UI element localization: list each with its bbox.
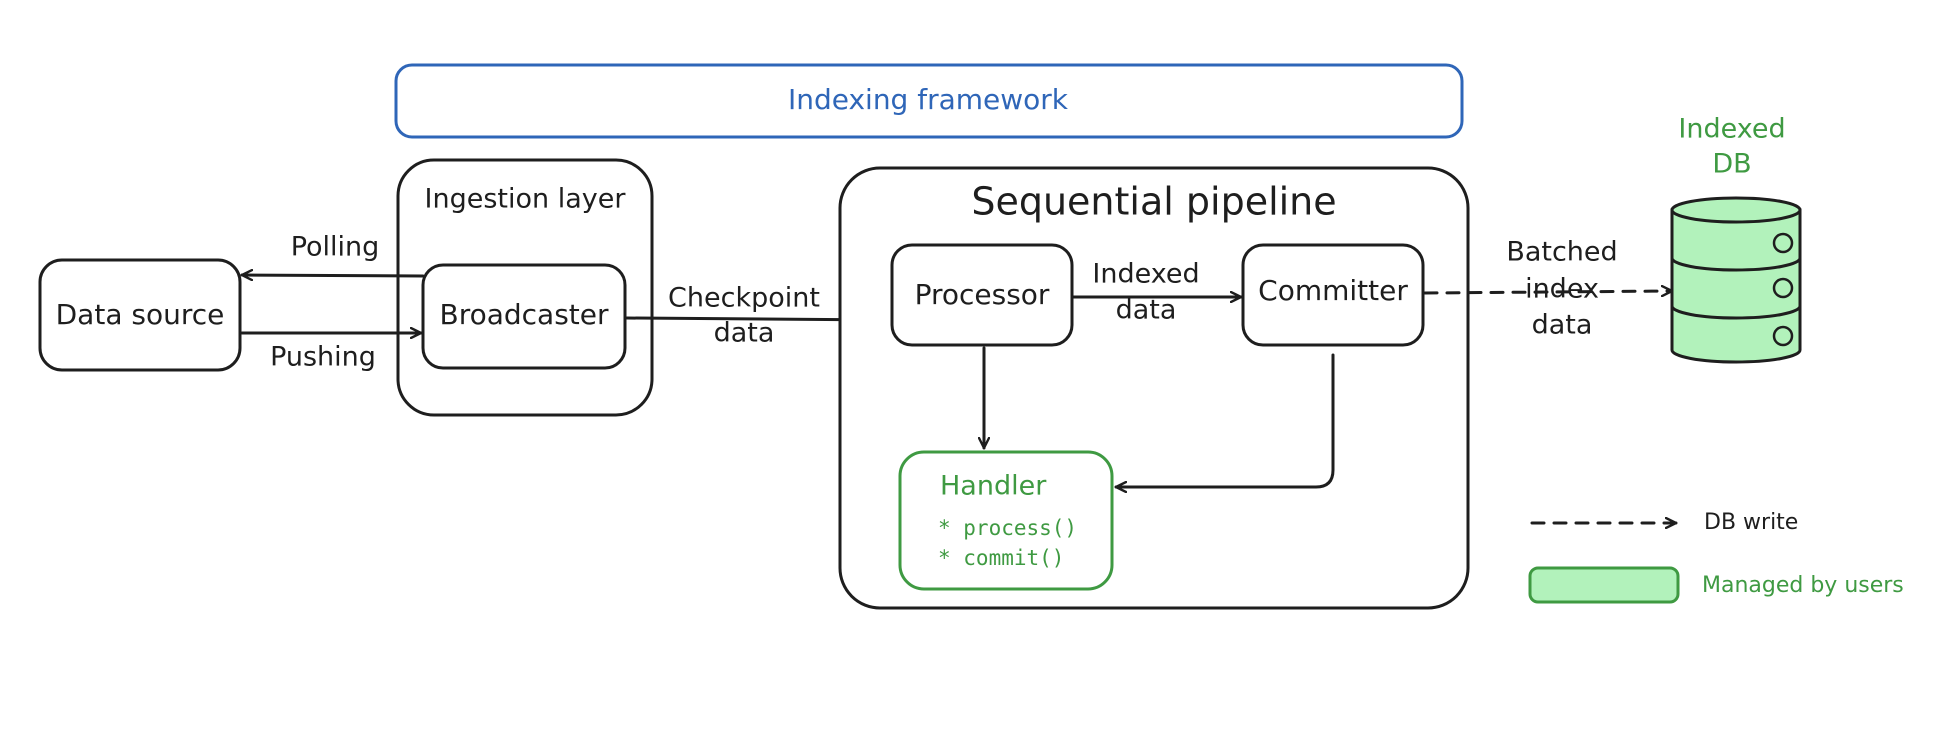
batched-label-line1: Batched — [1506, 237, 1617, 268]
indexing-framework-banner: Indexing framework — [394, 63, 1464, 139]
handler-method-process: * process() — [938, 516, 1077, 540]
committer-to-handler-arrow — [1114, 353, 1335, 487]
handler-title: Handler — [940, 471, 1047, 502]
indexing-framework-label: Indexing framework — [788, 83, 1069, 116]
data-source-node: Data source — [38, 258, 242, 372]
batched-label-line3: data — [1532, 310, 1593, 341]
polling-label: Polling — [291, 232, 380, 263]
handler-node: Handler * process() * commit() — [898, 450, 1114, 591]
polling-arrow — [240, 275, 425, 276]
data-source-label: Data source — [56, 298, 225, 331]
database-icon — [1670, 196, 1802, 364]
broadcaster-node: Broadcaster — [421, 263, 627, 370]
indexed-data-label-line1: Indexed — [1092, 259, 1199, 290]
processor-label: Processor — [915, 278, 1050, 311]
legend-managed-swatch — [1528, 566, 1680, 604]
sequential-pipeline-title: Sequential pipeline — [971, 180, 1336, 224]
indexed-data-label-line2: data — [1116, 295, 1177, 326]
checkpoint-label-line1: Checkpoint — [668, 283, 820, 314]
batched-label-line2: index — [1525, 274, 1599, 305]
ingestion-layer-title: Ingestion layer — [425, 184, 627, 215]
legend: DB write Managed by users — [1528, 510, 1904, 604]
checkpoint-label-line2: data — [714, 318, 775, 349]
batched-index-data-arrow — [1423, 291, 1674, 293]
pushing-label: Pushing — [270, 342, 376, 373]
handler-method-commit: * commit() — [938, 546, 1064, 570]
processor-node: Processor — [890, 243, 1074, 347]
legend-db-write-label: DB write — [1704, 510, 1798, 535]
committer-node: Committer — [1241, 243, 1425, 347]
legend-managed-label: Managed by users — [1702, 573, 1904, 598]
indexed-db-label-line2: DB — [1712, 149, 1751, 180]
indexed-db-label-line1: Indexed — [1678, 114, 1785, 145]
committer-label: Committer — [1258, 274, 1408, 307]
broadcaster-label: Broadcaster — [439, 298, 609, 331]
